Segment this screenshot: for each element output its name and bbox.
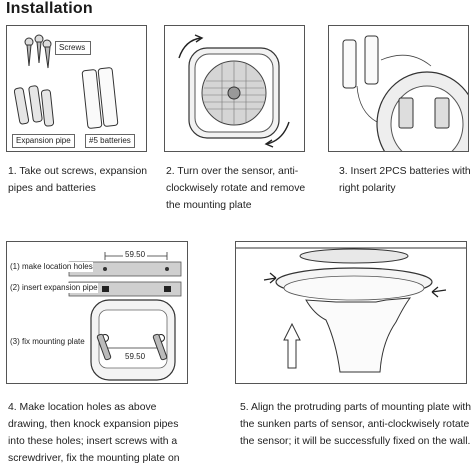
- location-holes-label: (1) make location holes: [10, 262, 93, 272]
- screw-icon: [24, 34, 52, 69]
- sensor-attach-drawing: [236, 247, 466, 373]
- step1-illustration: Screws Expansion pipe #5 batteries: [6, 25, 147, 152]
- mounting-plate-drawing: [178, 34, 290, 148]
- step4-illustration: 59.50 (1) make location holes (2) insert…: [6, 241, 188, 384]
- step5-caption: 5. Align the protruding parts of mountin…: [240, 402, 472, 447]
- page-title: Installation: [6, 0, 93, 17]
- step1-caption: 1. Take out screws, expansion pipes and …: [8, 166, 148, 194]
- parts-drawing: [13, 34, 119, 129]
- screwdriver-icon: [96, 333, 168, 361]
- wall-mount-drawing: [68, 252, 182, 381]
- step3-illustration: [328, 25, 469, 152]
- step2-caption: 2. Turn over the sensor, anti-clockwisel…: [166, 166, 306, 211]
- step4-caption: 4. Make location holes as above drawing,…: [8, 402, 180, 464]
- dimension-label: 59.50: [123, 250, 148, 259]
- fix-plate-label: (3) fix mounting plate: [10, 337, 85, 347]
- step3-caption: 3. Insert 2PCS batteries with right pola…: [339, 166, 471, 194]
- dimension-label: 59.50: [123, 352, 148, 361]
- battery-icon: [342, 35, 379, 89]
- battery-insert-drawing: [342, 35, 468, 151]
- expansion-pipe-icon: [13, 85, 55, 127]
- battery-icon: [81, 67, 119, 129]
- expansion-pipe-label: Expansion pipe: [12, 134, 75, 148]
- step2-illustration: [164, 25, 305, 152]
- rotate-arrow-icon: [263, 272, 447, 298]
- batteries-label: #5 batteries: [85, 134, 135, 148]
- up-arrow-icon: [283, 322, 301, 369]
- step5-illustration: [235, 241, 467, 384]
- insert-pipe-label: (2) insert expansion pipe: [10, 283, 98, 293]
- rotate-arrow-icon: [178, 34, 290, 148]
- screws-label: Screws: [55, 41, 91, 55]
